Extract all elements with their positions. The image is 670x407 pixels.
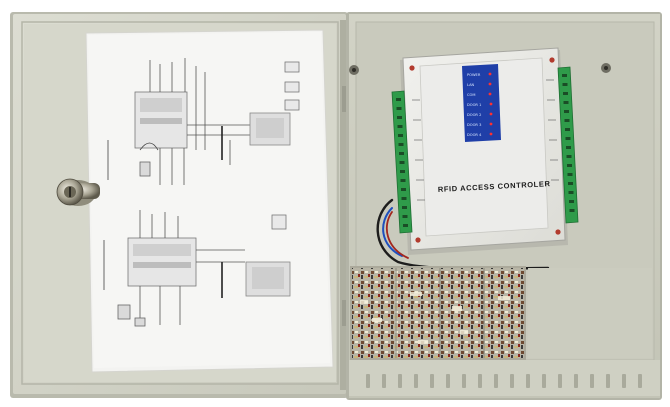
wiring-diagram-bottom (117, 210, 291, 327)
status-led-panel: POWER LAN COM DOOR 1 DOOR 2 DOOR 3 DOOR … (462, 64, 501, 142)
led-label-door2: DOOR 2 (467, 113, 481, 117)
led-label-door4: DOOR 4 (467, 133, 482, 137)
led-label-door1: DOOR 1 (467, 103, 481, 107)
wiring-diagram-top (134, 58, 300, 185)
rfid-controller-board: POWER LAN COM DOOR 1 DOOR 2 DOOR 3 DOOR … (391, 47, 579, 255)
led-label-power: POWER (467, 73, 481, 77)
led-label-com: COM (467, 93, 475, 97)
led-label-lan: LAN (467, 83, 475, 87)
power-supply-module (350, 266, 526, 360)
door-lock (56, 178, 100, 206)
terminal-block-left (391, 90, 413, 234)
led-label-door3: DOOR 3 (467, 123, 481, 127)
wiring-diagram-sheet (85, 29, 334, 373)
terminal-block-right (557, 66, 579, 224)
